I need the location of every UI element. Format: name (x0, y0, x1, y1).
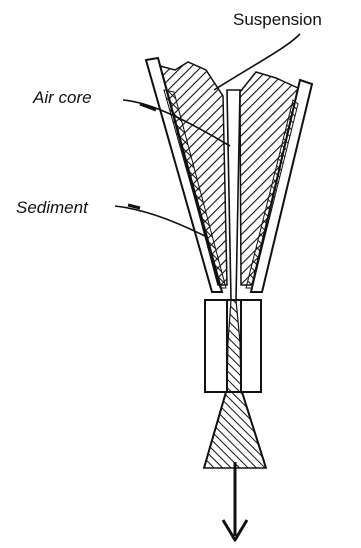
air-core (227, 90, 240, 300)
suspension-label: Suspension (233, 10, 322, 29)
apex-block-right (241, 300, 261, 392)
apex-throat-flow (227, 300, 241, 392)
sediment-label: Sediment (16, 198, 89, 217)
apex-block-left (205, 300, 227, 392)
air-core-label: Air core (32, 88, 92, 107)
underflow-spray (204, 392, 266, 468)
